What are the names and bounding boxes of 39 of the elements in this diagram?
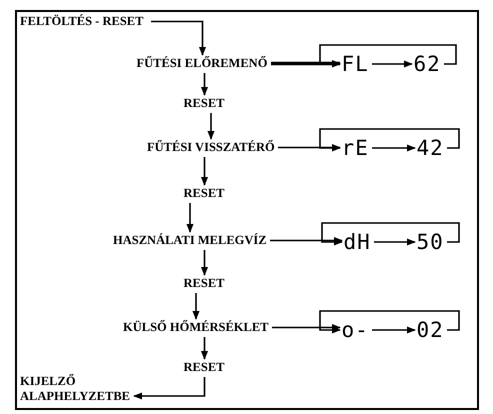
display-code: 62 [414, 53, 441, 75]
display-code: FL [342, 53, 369, 75]
arrow [372, 144, 416, 152]
display-code: 02 [416, 319, 444, 341]
arrow [186, 203, 194, 233]
arrow [372, 326, 416, 334]
arrow [200, 73, 208, 96]
arrow [200, 157, 208, 186]
arrow [372, 60, 413, 68]
arrow [272, 324, 341, 332]
step-label: FELTÖLTÉS - RESET [20, 14, 144, 28]
step-label: RESET [184, 360, 224, 374]
step-label: RESET [184, 186, 224, 200]
step-label: FŰTÉSI VISSZATÉRŐ [147, 140, 275, 154]
arrow [200, 337, 208, 360]
arrow [319, 310, 460, 334]
display-code: o- [342, 319, 369, 341]
step-label: KIJELZŐ ALAPHELYZETBE [20, 374, 130, 404]
arrow [192, 293, 200, 320]
arrow [321, 222, 460, 246]
arrow [278, 144, 341, 152]
step-label: KÜLSŐ HŐMÉRSÉKLET [123, 320, 269, 334]
display-code: 42 [416, 137, 444, 159]
arrow [319, 44, 457, 68]
arrow [151, 20, 206, 56]
arrow [133, 377, 206, 400]
arrow [271, 60, 341, 68]
arrow [270, 236, 343, 244]
display-code: dH [344, 231, 371, 253]
step-label: HASZNÁLATI MELEGVÍZ [113, 232, 267, 248]
step-label: RESET [184, 96, 224, 110]
display-code: rE [342, 137, 369, 159]
arrow [207, 113, 215, 140]
arrow [374, 238, 416, 246]
step-label: FŰTÉSI ELŐREMENŐ [136, 56, 268, 70]
arrow [200, 250, 208, 276]
step-label: RESET [184, 276, 224, 290]
arrow [319, 128, 460, 152]
display-code: 50 [416, 231, 444, 253]
